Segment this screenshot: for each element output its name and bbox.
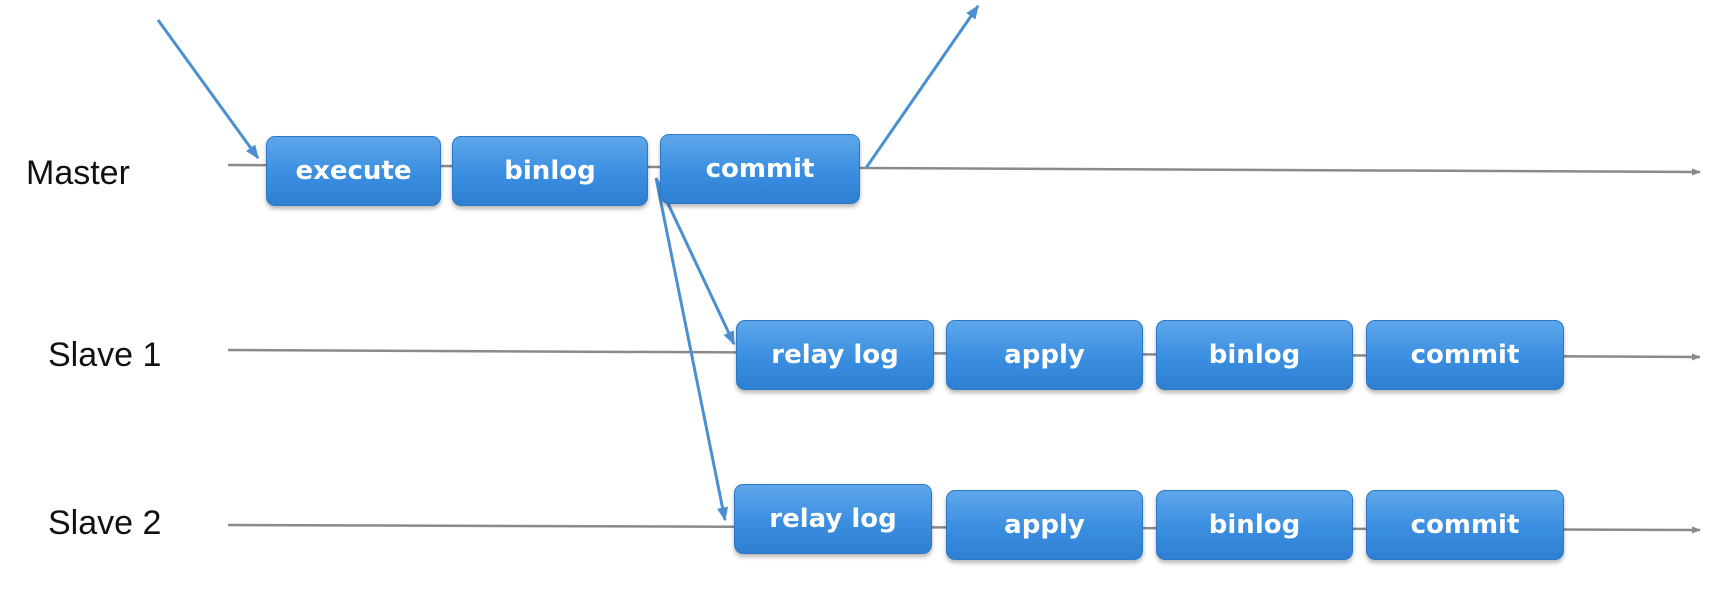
slave1-relay-log-step: relay log <box>736 320 934 390</box>
master-commit-step: commit <box>660 134 860 204</box>
slave2-binlog-step: binlog <box>1156 490 1353 560</box>
master-timeline <box>227 163 1701 176</box>
incoming-request-arrow <box>156 19 260 160</box>
slave1-commit-step: commit <box>1366 320 1564 390</box>
master-label: Master <box>26 154 130 192</box>
response-arrow <box>864 4 980 169</box>
slave1-label: Slave 1 <box>48 336 162 374</box>
slave2-relay-log-step: relay log <box>734 484 932 554</box>
slave1-binlog-step: binlog <box>1156 320 1353 390</box>
slave2-apply-step: apply <box>946 490 1143 560</box>
binlog-to-slave2-arrow <box>654 177 728 522</box>
master-binlog-step: binlog <box>452 136 648 206</box>
master-execute-step: execute <box>266 136 441 206</box>
slave1-apply-step: apply <box>946 320 1143 390</box>
slave2-label: Slave 2 <box>48 504 162 542</box>
slave2-commit-step: commit <box>1366 490 1564 560</box>
binlog-to-slave1-arrow <box>654 177 736 346</box>
